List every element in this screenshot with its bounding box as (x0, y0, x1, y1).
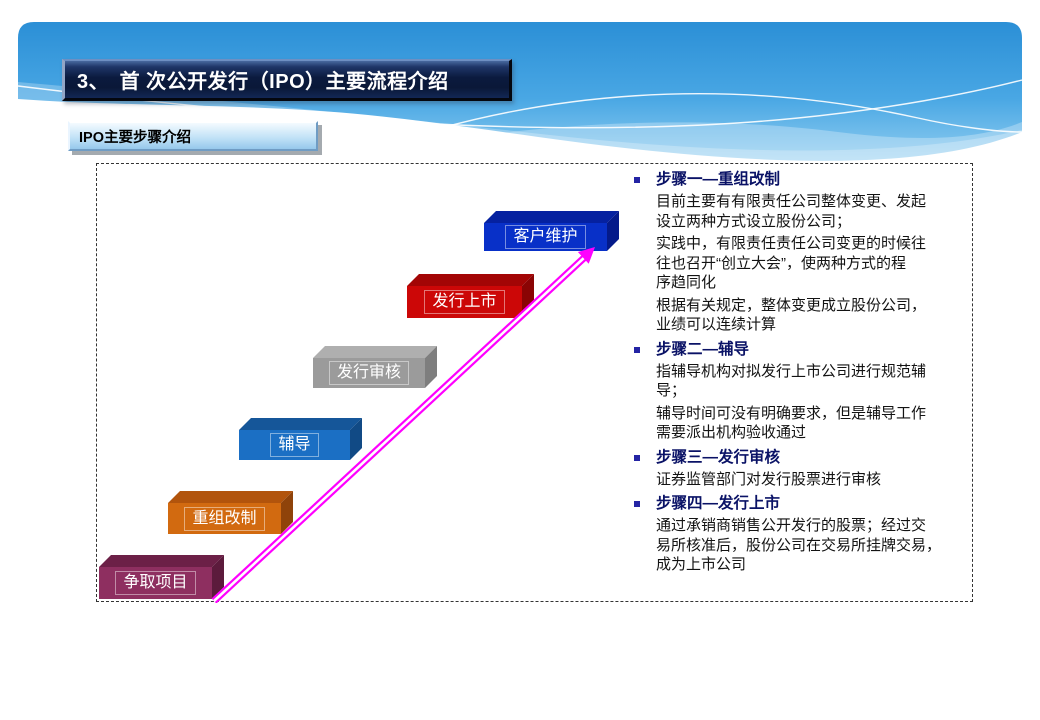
step-box-issuance-review: 发行审核 (313, 346, 437, 388)
subtitle-label: IPO主要步骤介绍 (79, 129, 191, 146)
wave-band (18, 22, 1022, 161)
note-heading: 步骤三—发行审核 (629, 448, 967, 468)
note-step-2: 步骤二—辅导 指辅导机构对拟发行上市公司进行规范辅 导； 辅导时间可没有明确要求… (629, 340, 967, 443)
step-label: 重组改制 (184, 506, 265, 531)
step-box-client-maintenance: 客户维护 (484, 211, 619, 251)
step-box-top-face (484, 211, 619, 223)
note-paragraph: 辅导时间可没有明确要求，但是辅导工作 需要派出机构验收通过 (656, 404, 927, 442)
wave-hairline-2 (337, 93, 1022, 162)
note-paragraph: 证券监管部门对发行股票进行审核 (656, 470, 882, 488)
note-paragraph: 目前主要有有限责任公司整体变更、发起 设立两种方式设立股份公司； (656, 193, 927, 230)
wave-hairline-1 (18, 79, 1022, 129)
note-heading: 步骤一—重组改制 (629, 170, 967, 190)
step-label: 辅导 (270, 433, 319, 457)
note-step-4: 步骤四—发行上市 通过承销商销售公开发行的股票；经过交 易所核准后，股份公司在交… (629, 494, 967, 575)
content-panel: 争取项目 重组改制 辅导 发行审核 (96, 163, 973, 603)
step-box-issue-and-list: 发行上市 (407, 274, 534, 318)
step-label: 争取项目 (115, 571, 196, 595)
step-box-front-face: 重组改制 (168, 503, 281, 534)
note-step-1: 步骤一—重组改制 目前主要有有限责任公司整体变更、发起 设立两种方式设立股份公司… (629, 170, 967, 335)
wave-highlight-2 (348, 122, 1022, 162)
note-paragraph: 通过承销商销售公开发行的股票；经过交 易所核准后，股份公司在交易所挂牌交易， 成… (656, 517, 942, 573)
step-box-front-face: 发行上市 (407, 286, 522, 318)
step-label: 发行上市 (424, 290, 505, 314)
slide-title-bar: 3、 首 次公开发行（IPO）主要流程介绍 (62, 59, 512, 101)
step-box-top-face (99, 555, 224, 567)
step-box-top-face (313, 346, 437, 358)
step-box-front-face: 争取项目 (99, 567, 212, 599)
slide-title: 3、 首 次公开发行（IPO）主要流程介绍 (77, 71, 449, 93)
note-heading: 步骤四—发行上市 (629, 494, 967, 514)
note-step-3: 步骤三—发行审核 证券监管部门对发行股票进行审核 (629, 448, 967, 490)
step-box-top-face (239, 418, 362, 430)
note-paragraph: 实践中，有限责任责任公司变更的时候往 往也召开“创立大会”，使两种方式的程 序趋… (656, 235, 927, 291)
step-box-front-face: 客户维护 (484, 223, 607, 251)
step-box-top-face (168, 491, 293, 503)
step-box-top-face (407, 274, 534, 286)
note-heading: 步骤二—辅导 (629, 340, 967, 360)
step-label: 发行审核 (328, 361, 409, 385)
step-label: 客户维护 (505, 225, 586, 249)
step-box-front-face: 发行审核 (313, 358, 425, 388)
note-paragraph: 根据有关规定，整体变更成立股份公司， 业绩可以连续计算 (656, 296, 927, 334)
step-box-win-project: 争取项目 (99, 555, 224, 599)
subtitle-box: IPO主要步骤介绍 (68, 121, 318, 151)
step-box-coaching: 辅导 (239, 418, 362, 460)
step-box-restructure: 重组改制 (168, 491, 293, 534)
note-paragraph: 指辅导机构对拟发行上市公司进行规范辅 导； (656, 362, 927, 400)
notes-column: 步骤一—重组改制 目前主要有有限责任公司整体变更、发起 设立两种方式设立股份公司… (629, 170, 967, 578)
step-box-front-face: 辅导 (239, 430, 350, 460)
